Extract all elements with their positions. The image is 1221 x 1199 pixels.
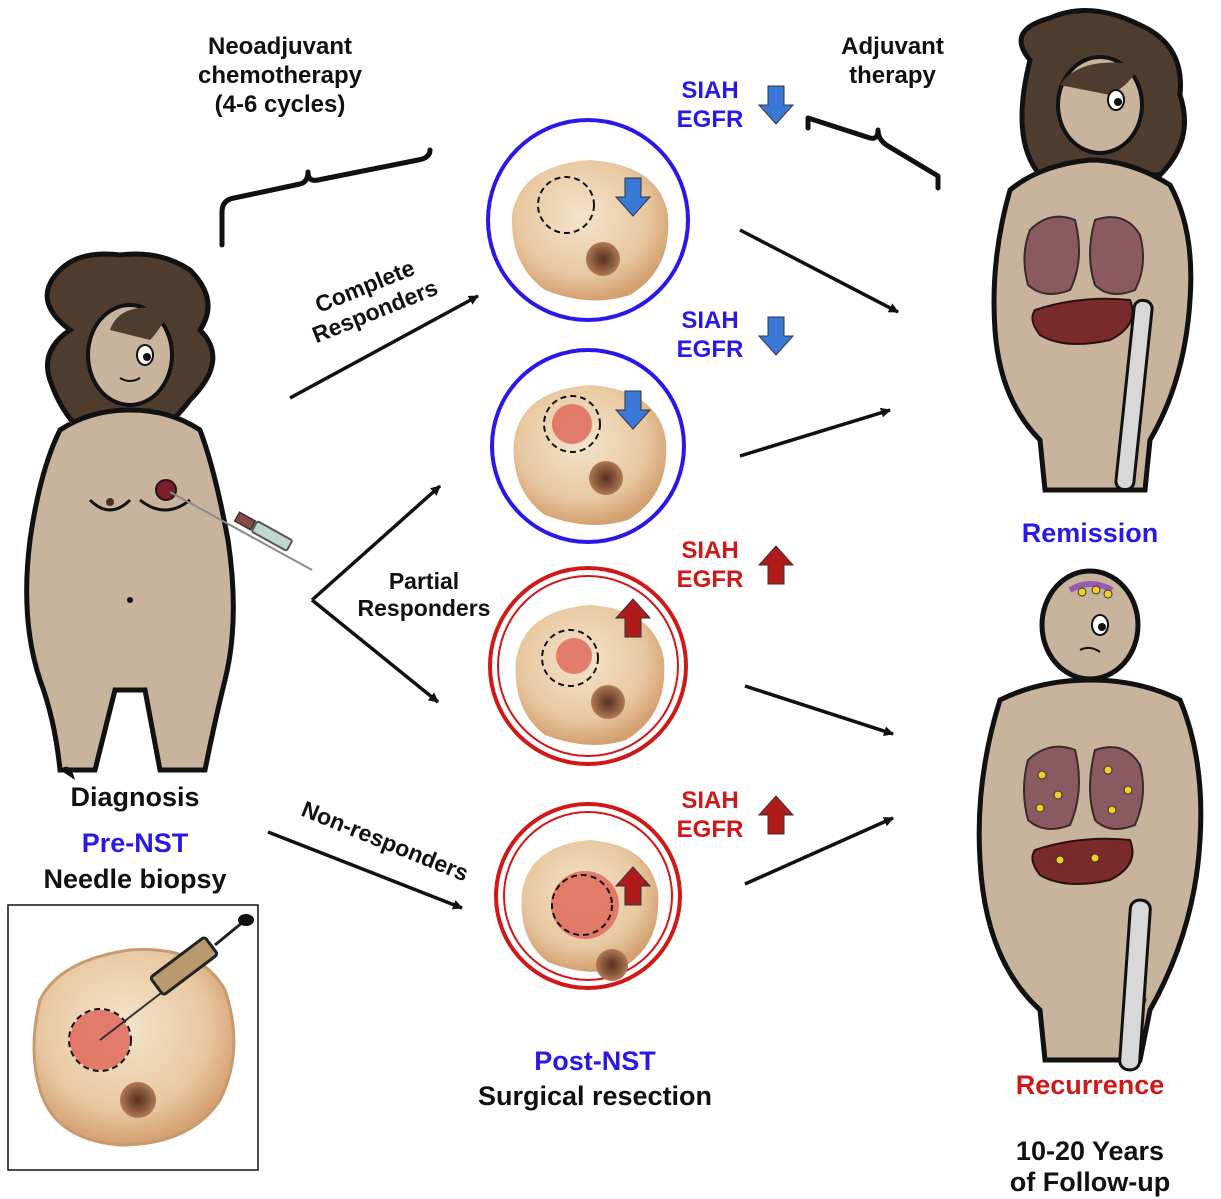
surgical-resection-label: Surgical resection [460,1081,730,1112]
response-circle-partial-poor [490,568,686,764]
response-circle-non [496,804,680,988]
marker-label-complete: SIAH EGFR [660,76,760,134]
marker-label-non: SIAH EGFR [660,786,760,844]
down-arrow-icon [759,317,793,355]
follow-up-label: 10-20 Years of Follow-up [975,1136,1205,1198]
marker-label-partial-poor: SIAH EGFR [660,536,760,594]
arrow-complete-to-remission [740,230,898,312]
down-arrow-icon [759,86,793,124]
response-circle-complete [488,120,688,320]
patient-figure-recurrence [979,571,1201,1070]
response-circle-partial-good [492,350,684,542]
pre-nst-label: Pre-NST [30,828,240,859]
neoadjuvant-bracket [222,150,430,245]
arrow-partial-poor-to-recurrence [745,686,893,734]
up-arrow-icon [759,796,793,834]
adjuvant-label: Adjuvant therapy [810,32,975,90]
up-arrow-icon [759,546,793,584]
patient-figure-remission [994,10,1191,490]
remission-label: Remission [990,518,1190,549]
diagnosis-label: Diagnosis [30,782,240,813]
patient-figure-diagnosis [27,254,312,780]
adjuvant-bracket [808,118,938,188]
arrow-non-to-recurrence [745,818,893,884]
post-nst-label: Post-NST [490,1046,700,1077]
recurrence-label: Recurrence [980,1070,1200,1101]
needle-biopsy-label: Needle biopsy [20,864,250,895]
arrow-partial-good-to-remission [740,410,890,456]
partial-responders-label: Partial Responders [344,568,504,622]
marker-label-partial-good: SIAH EGFR [660,306,760,364]
neoadjuvant-label: Neoadjuvant chemotherapy (4-6 cycles) [175,32,385,119]
